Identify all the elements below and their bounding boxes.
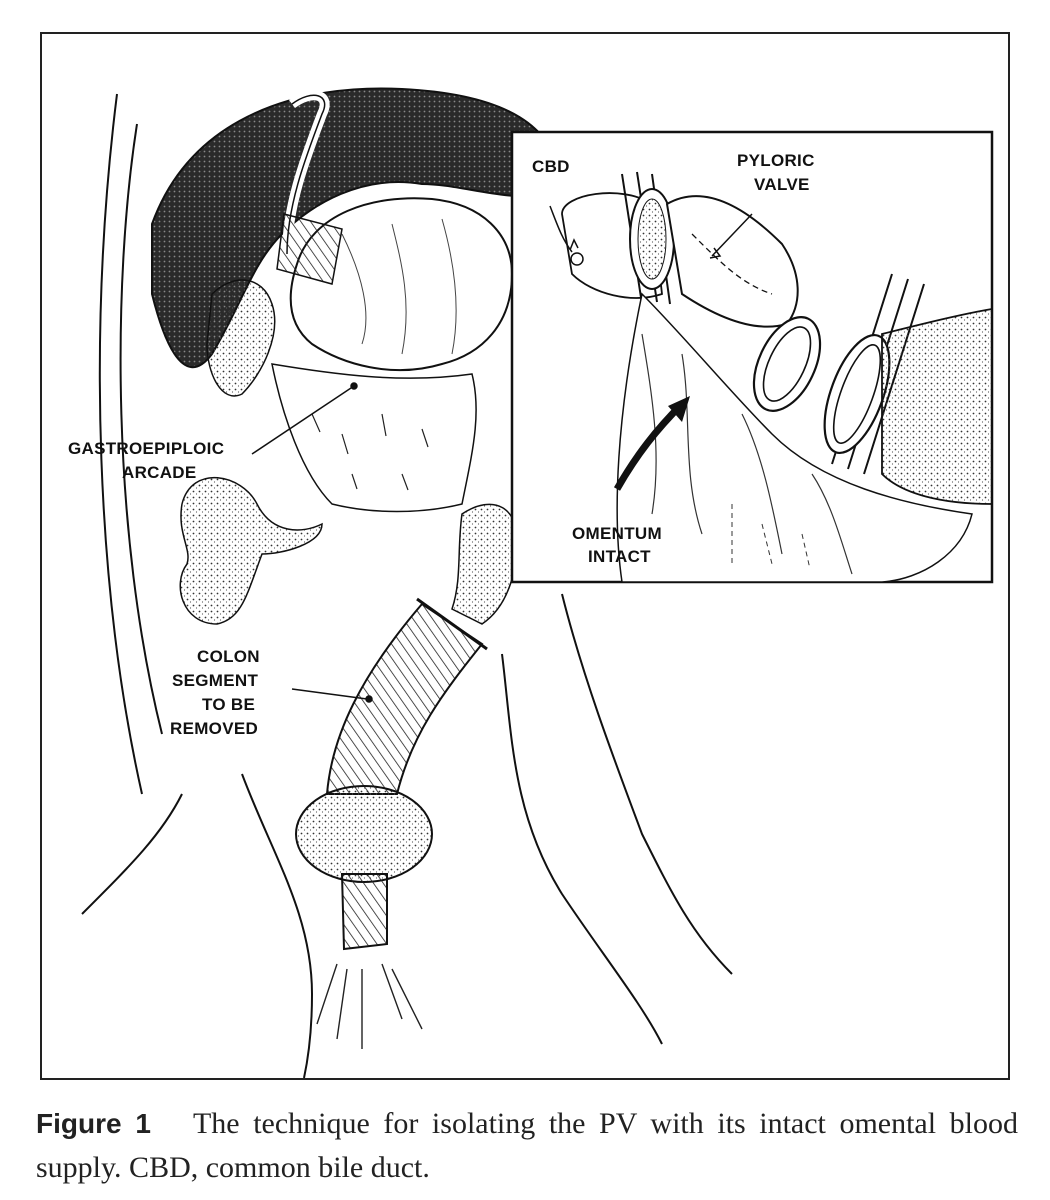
inset-pointers (549, 205, 753, 259)
svg-text:GASTROEPIPLOIC: GASTROEPIPLOIC (68, 439, 224, 458)
omentum-label-2: INTACT (588, 547, 651, 566)
pyloric-segment (665, 195, 799, 328)
colon-segment (325, 602, 484, 795)
perineum-strokes (316, 963, 423, 1049)
colon-segment-label: COLON SEGMENT TO BE REMOVED (170, 647, 260, 738)
pyloric-label-1: PYLORIC (737, 151, 815, 170)
figure-frame: GASTROEPIPLOIC ARCADE COLON SEGMENT TO B… (40, 32, 1010, 1080)
svg-text:SEGMENT: SEGMENT (172, 671, 258, 690)
omentum-label-1: OMENTUM (572, 524, 662, 543)
figure-number: Figure 1 (36, 1108, 151, 1139)
hatched-duodenum (276, 213, 343, 285)
pyloric-label-2: VALVE (754, 175, 810, 194)
small-bowel-loop (179, 477, 323, 625)
cbd-label: CBD (532, 157, 570, 176)
body-outline (81, 93, 733, 1078)
rectum (340, 873, 388, 951)
rectal-bulb (295, 785, 433, 883)
inset-stomach (881, 307, 993, 505)
gastroepiploic-label: GASTROEPIPLOIC ARCADE (68, 439, 224, 482)
descending-colon (451, 503, 519, 625)
svg-text:ARCADE: ARCADE (122, 463, 197, 482)
label-pointers (251, 382, 373, 703)
caption-text: The technique for isolating the PV with … (36, 1107, 1018, 1184)
inset-panel: CBD PYLORIC VALVE OMENTUM INTACT (510, 130, 994, 584)
pyloric-ring-1 (752, 316, 822, 412)
surgical-illustration: GASTROEPIPLOIC ARCADE COLON SEGMENT TO B… (68, 87, 994, 1078)
svg-text:REMOVED: REMOVED (170, 719, 258, 738)
svg-text:COLON: COLON (197, 647, 260, 666)
hepatic-flexure (206, 279, 276, 397)
svg-text:TO BE: TO BE (202, 695, 255, 714)
omentum (271, 363, 477, 513)
inset-omentum (616, 292, 973, 583)
